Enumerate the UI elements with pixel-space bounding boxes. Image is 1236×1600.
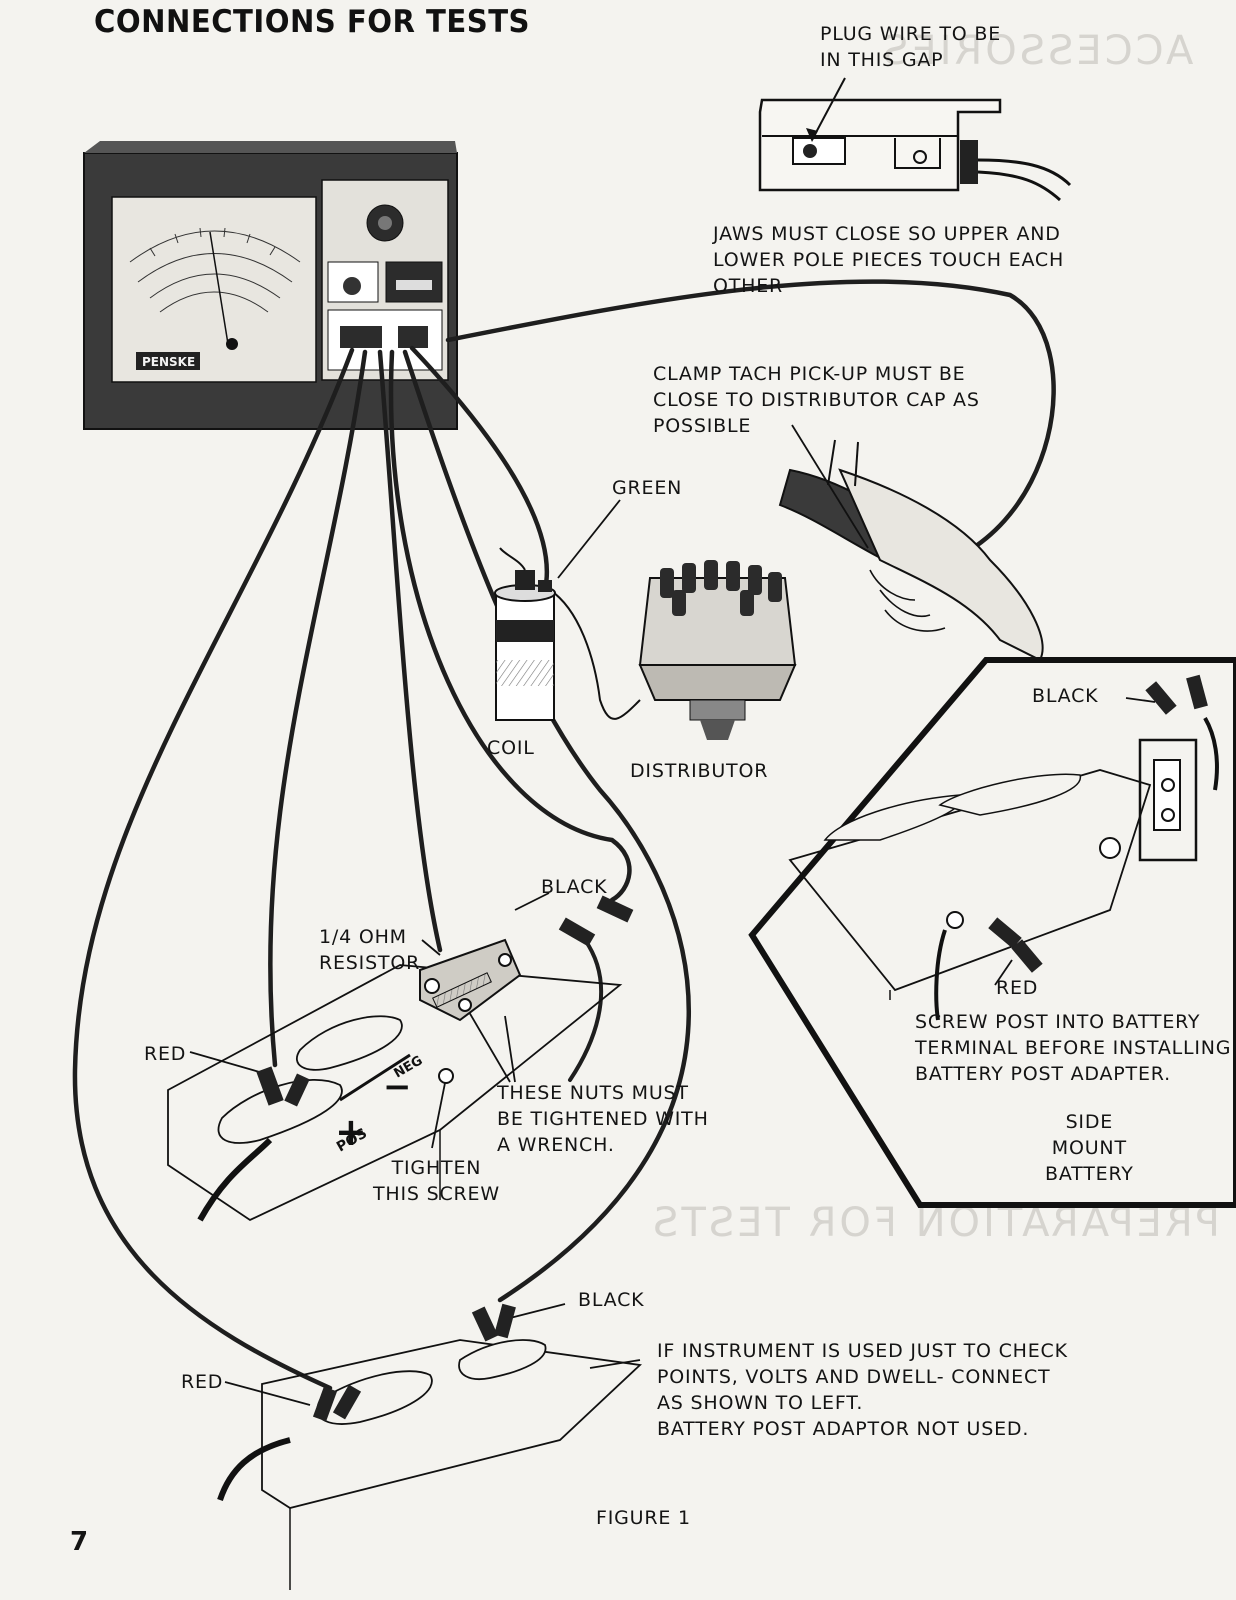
brand-logo: PENSKE xyxy=(142,355,195,369)
meter-needle xyxy=(209,231,229,345)
screw-post-note: SCREW POST INTO BATTERY TERMINAL BEFORE … xyxy=(915,1009,1231,1087)
red-clamp-upper xyxy=(256,1066,284,1106)
side-mount-label: SIDE MOUNT BATTERY xyxy=(1045,1109,1134,1187)
clamp-tach-line-3: POSSIBLE xyxy=(653,415,752,437)
plug-wire-gap xyxy=(803,144,817,158)
upper-black-label: BLACK xyxy=(541,876,608,898)
jaws-line-2: LOWER POLE PIECES TOUCH EACH xyxy=(713,249,1065,271)
test-leads xyxy=(72,279,1056,1391)
distributor xyxy=(549,560,797,740)
tighten-screw xyxy=(438,1068,454,1084)
upper-red-label: RED xyxy=(144,1043,187,1065)
plug-wire-line-2: IN THIS GAP xyxy=(820,49,944,71)
side-mount-inset xyxy=(748,657,1236,1208)
ignition-coil xyxy=(494,547,556,721)
page-title: CONNECTIONS FOR TESTS xyxy=(94,4,531,40)
battery-upper: + POS − NEG xyxy=(167,895,634,1222)
nuts-line-1: THESE NUTS MUST xyxy=(497,1082,689,1104)
battery-lower xyxy=(217,1303,642,1590)
green-lead-label: GREEN xyxy=(612,477,683,499)
side-mount-line-3: BATTERY xyxy=(1045,1163,1134,1185)
lead-socket-left xyxy=(340,326,382,348)
calibrate-knob xyxy=(343,277,361,295)
figure-caption: FIGURE 1 xyxy=(596,1507,691,1529)
nuts-line-3: A WRENCH. xyxy=(497,1134,615,1156)
page-number: 7 xyxy=(70,1527,89,1557)
resistor-line-1: 1/4 OHM xyxy=(319,926,407,948)
plug-wire-label: PLUG WIRE TO BE IN THIS GAP xyxy=(820,21,1001,73)
battery-post-adapter xyxy=(1138,738,1198,862)
screw-post-line-3: BATTERY POST ADAPTER. xyxy=(915,1063,1171,1085)
clamp-tach-line-1: CLAMP TACH PICK-UP MUST BE xyxy=(653,363,966,385)
lead-socket-right xyxy=(398,326,428,348)
tighten-line-2: THIS SCREW xyxy=(373,1183,500,1205)
black-clamp-lower xyxy=(471,1306,499,1342)
side-mount-line-2: MOUNT xyxy=(1051,1137,1127,1159)
engine-analyzer: PENSKE xyxy=(83,141,458,430)
hand xyxy=(838,468,1044,662)
meter-face xyxy=(111,196,317,383)
screw-post-line-2: TERMINAL BEFORE INSTALLING xyxy=(915,1037,1232,1059)
inset-red-label: RED xyxy=(996,977,1039,999)
plug-wire-line-1: PLUG WIRE TO BE xyxy=(820,23,1002,45)
clamp-tach-note: CLAMP TACH PICK-UP MUST BE CLOSE TO DIST… xyxy=(653,361,980,439)
coil-label: COIL xyxy=(487,737,535,759)
side-mount-line-1: SIDE xyxy=(1065,1111,1114,1133)
inset-black-label: BLACK xyxy=(1032,685,1099,707)
resistor-label: 1/4 OHM RESISTOR xyxy=(319,924,420,976)
tach-clamp-in-hand xyxy=(778,439,1044,662)
instrument-note: IF INSTRUMENT IS USED JUST TO CHECK POIN… xyxy=(657,1338,1068,1442)
tach-pickup-detail xyxy=(758,77,1072,202)
instrument-line-1: IF INSTRUMENT IS USED JUST TO CHECK xyxy=(657,1340,1068,1362)
tighten-line-1: TIGHTEN xyxy=(391,1157,482,1179)
positive-sign: + xyxy=(335,1110,367,1154)
negative-sign: − xyxy=(383,1067,412,1107)
red-clamp-inset xyxy=(988,917,1022,949)
black-clamp-upper xyxy=(558,917,596,947)
lower-red-label: RED xyxy=(181,1371,224,1393)
instrument-line-2: POINTS, VOLTS AND DWELL- CONNECT xyxy=(657,1366,1051,1388)
jaws-line-1: JAWS MUST CLOSE SO UPPER AND xyxy=(713,223,1061,245)
brand-plate xyxy=(136,352,200,370)
jaws-line-3: OTHER xyxy=(713,275,784,297)
red-clamp-lower xyxy=(312,1386,338,1422)
lower-black-label: BLACK xyxy=(578,1289,645,1311)
screw-post-line-1: SCREW POST INTO BATTERY xyxy=(915,1011,1201,1033)
tighten-screw-label: TIGHTEN THIS SCREW xyxy=(373,1155,500,1207)
resistor-line-2: RESISTOR xyxy=(319,952,421,974)
instrument-line-4: BATTERY POST ADAPTOR NOT USED. xyxy=(657,1418,1030,1440)
nuts-note: THESE NUTS MUST BE TIGHTENED WITH A WREN… xyxy=(497,1080,709,1158)
instrument-line-3: AS SHOWN TO LEFT. xyxy=(657,1392,864,1414)
clamp-tach-line-2: CLOSE TO DISTRIBUTOR CAP AS xyxy=(653,389,980,411)
nuts-line-2: BE TIGHTENED WITH xyxy=(497,1108,709,1130)
jaws-note: JAWS MUST CLOSE SO UPPER AND LOWER POLE … xyxy=(713,221,1064,299)
distributor-label: DISTRIBUTOR xyxy=(630,760,769,782)
